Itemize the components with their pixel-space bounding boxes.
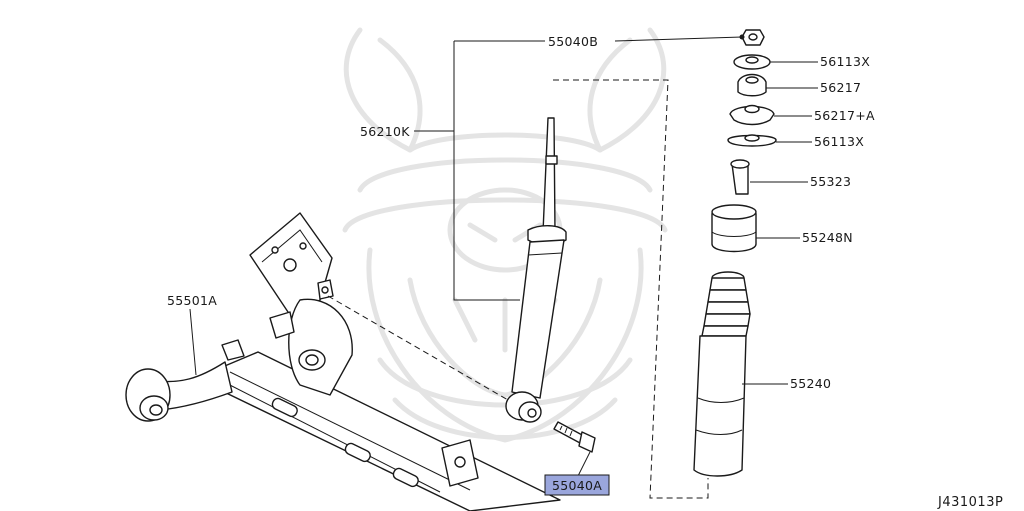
leader-lines xyxy=(189,34,818,477)
bolt-55040a xyxy=(553,421,596,453)
diagram-reference-code: J431013P xyxy=(937,495,1003,510)
bound-bumper-55248n xyxy=(711,204,757,253)
label-55040a-highlight[interactable] xyxy=(544,474,610,496)
washer-56113x-bottom xyxy=(727,134,777,147)
label-56217: 56217 xyxy=(820,80,861,95)
label-55248n: 55248N xyxy=(802,230,853,245)
washer-56113x-top xyxy=(733,54,771,70)
dust-boot-55240 xyxy=(693,271,751,477)
label-55501a: 55501A xyxy=(167,293,217,308)
label-55240: 55240 xyxy=(790,376,831,391)
label-55040b: 55040B xyxy=(548,34,598,49)
label-55323: 55323 xyxy=(810,174,851,189)
label-55040a[interactable]: 55040A xyxy=(552,478,602,493)
nut-55040b xyxy=(741,29,765,46)
bushing-56217 xyxy=(737,73,767,97)
assembly-outline xyxy=(327,79,709,499)
label-56217a: 56217+A xyxy=(814,108,875,123)
label-56113x-bottom: 56113X xyxy=(814,134,864,149)
shock-absorber xyxy=(505,117,567,423)
axle-beam xyxy=(125,212,561,511)
collar-55323 xyxy=(730,159,750,195)
label-56210k: 56210K xyxy=(360,124,410,139)
part-labels: 55040B 56210K 55501A 56113X 56217 56217+… xyxy=(167,34,875,496)
bushing-56217a xyxy=(729,104,775,126)
watermark-emblem xyxy=(342,27,668,443)
label-56113x-top: 56113X xyxy=(820,54,870,69)
